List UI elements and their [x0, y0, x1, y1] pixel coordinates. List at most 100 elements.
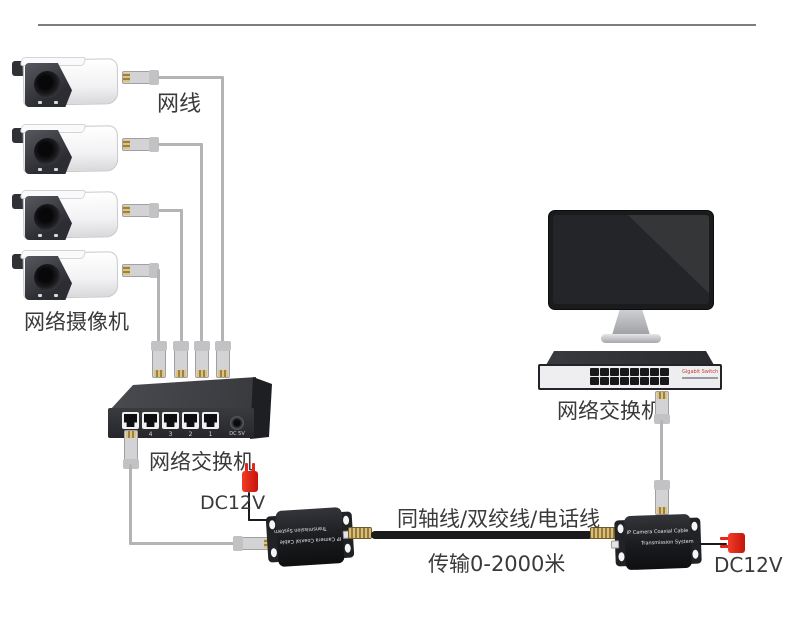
network-switch-right: Gigabit Switch — [538, 351, 722, 393]
rj45-port — [650, 377, 659, 385]
mounting-hole — [691, 521, 698, 531]
rj45-port-4 — [142, 412, 159, 429]
dc-power-plug-left-icon — [242, 463, 264, 493]
ip-camera-2 — [10, 124, 122, 176]
ip-camera-1 — [10, 57, 122, 109]
net-cable-1-vertical — [221, 76, 224, 342]
rj45-plug-into-switch-4 — [151, 341, 167, 378]
monitor-screen — [553, 215, 709, 304]
camera-lens-icon — [34, 204, 61, 231]
rj45-plug-camera-2 — [122, 137, 159, 152]
plug-body — [728, 533, 745, 553]
ir-led-icon — [38, 168, 42, 171]
rj45-port — [620, 368, 629, 376]
plug-prong — [252, 463, 255, 472]
rj45-port — [620, 377, 629, 385]
plug-prong — [720, 545, 729, 548]
ip-camera-3 — [10, 190, 122, 242]
port-number-3: 3 — [168, 431, 173, 438]
dc12v-left-label: DC12V — [200, 492, 266, 514]
switch-left-label: 网络交换机 — [149, 450, 254, 474]
mounting-hole — [270, 548, 278, 558]
mounting-hole — [618, 552, 625, 562]
coax-cable — [371, 531, 593, 539]
net-cable-2-horizontal — [158, 143, 203, 146]
rj45-port — [630, 377, 639, 385]
dc5v-label: DC 5V — [229, 431, 245, 437]
net-cable-4-vertical — [157, 269, 160, 342]
ir-led-icon — [38, 234, 42, 237]
rj45-port — [590, 368, 599, 376]
rj45-port — [600, 377, 609, 385]
rj45-port — [660, 377, 669, 385]
dc-power-plug-right-icon — [720, 533, 745, 554]
plug-prong — [720, 537, 729, 540]
rj45-port — [610, 368, 619, 376]
rj45-plug-into-switch-1 — [215, 341, 231, 378]
switch-right-label: 网络交换机 — [557, 399, 662, 423]
rj45-plug-into-receiver — [654, 480, 670, 515]
switch-smallprint — [682, 377, 718, 379]
rj45-plug-into-switch-right — [654, 391, 670, 424]
plug-body — [242, 471, 258, 492]
mounting-hole — [344, 543, 352, 553]
net-cable-3-horizontal — [158, 209, 183, 212]
bnc-stub — [610, 540, 620, 549]
monitor-base — [601, 334, 661, 343]
coax-transmitter: IP Camera Coaxial Cable Transmission Sys… — [265, 506, 355, 567]
rj45-plug-into-switch-2 — [194, 341, 210, 378]
rj45-plug-camera-3 — [122, 203, 159, 218]
coax-receiver: IP Camera Coaxial Cable Transmission Sys… — [610, 513, 702, 571]
switch-side-face — [250, 377, 272, 439]
net-cable-3-vertical — [180, 209, 183, 342]
power-wire-left-vertical — [248, 492, 250, 521]
mounting-hole — [617, 524, 624, 534]
rj45-port — [610, 377, 619, 385]
ir-led-icon — [54, 101, 58, 104]
power-wire-left-horizontal — [248, 519, 274, 521]
transmitter-text: IP Camera Coaxial Cable Transmission Sys… — [274, 521, 341, 547]
rj45-port — [640, 377, 649, 385]
rj45-port-2 — [182, 412, 199, 429]
port-number-1: 1 — [208, 431, 213, 438]
dc-power-jack — [230, 416, 244, 430]
rj45-plug-camera-4 — [122, 263, 159, 278]
plug-prong — [245, 463, 248, 472]
ip-camera-4 — [10, 250, 122, 302]
monitor-stand — [612, 310, 650, 335]
camera-lens-icon — [34, 71, 61, 98]
port-number-4: 4 — [148, 431, 153, 438]
distance-label: 传输0-2000米 — [428, 552, 566, 576]
rj45-port — [600, 368, 609, 376]
power-wire-right — [699, 543, 727, 545]
coax-types-label: 同轴线/双绞线/电话线 — [397, 507, 601, 531]
uplink-cable-vertical — [129, 464, 132, 545]
bnc-connector-transmitter — [348, 527, 372, 539]
receiver-text: IP Camera Coaxial Cable Transmission Sys… — [626, 526, 694, 550]
right-cable-vertical — [660, 420, 663, 484]
camera-lens-icon — [34, 138, 61, 165]
rj45-port-5 — [122, 412, 139, 429]
rj45-port-1 — [202, 412, 219, 429]
switch-top-face — [110, 377, 256, 410]
rj45-port — [640, 368, 649, 376]
net-cable-label: 网线 — [157, 92, 202, 117]
ir-led-icon — [54, 168, 58, 171]
rj45-port — [630, 368, 639, 376]
uplink-cable-horizontal — [129, 542, 237, 545]
ir-led-icon — [54, 294, 58, 297]
rj45-port — [660, 368, 669, 376]
rj45-port — [590, 377, 599, 385]
switch-top-face — [546, 351, 714, 365]
rj45-plug-into-switch-3 — [173, 341, 189, 378]
top-divider — [38, 24, 756, 26]
ir-led-icon — [54, 234, 58, 237]
rj45-port — [650, 368, 659, 376]
gigabit-switch-label: Gigabit Switch — [682, 369, 719, 375]
rj45-plug-camera-1 — [122, 70, 159, 85]
net-cable-1-horizontal — [158, 76, 224, 79]
camera-lens-icon — [34, 264, 61, 291]
net-cable-2-vertical — [200, 143, 203, 342]
mounting-hole — [342, 515, 350, 525]
transmitter-body: IP Camera Coaxial Cable Transmission Sys… — [274, 507, 345, 567]
